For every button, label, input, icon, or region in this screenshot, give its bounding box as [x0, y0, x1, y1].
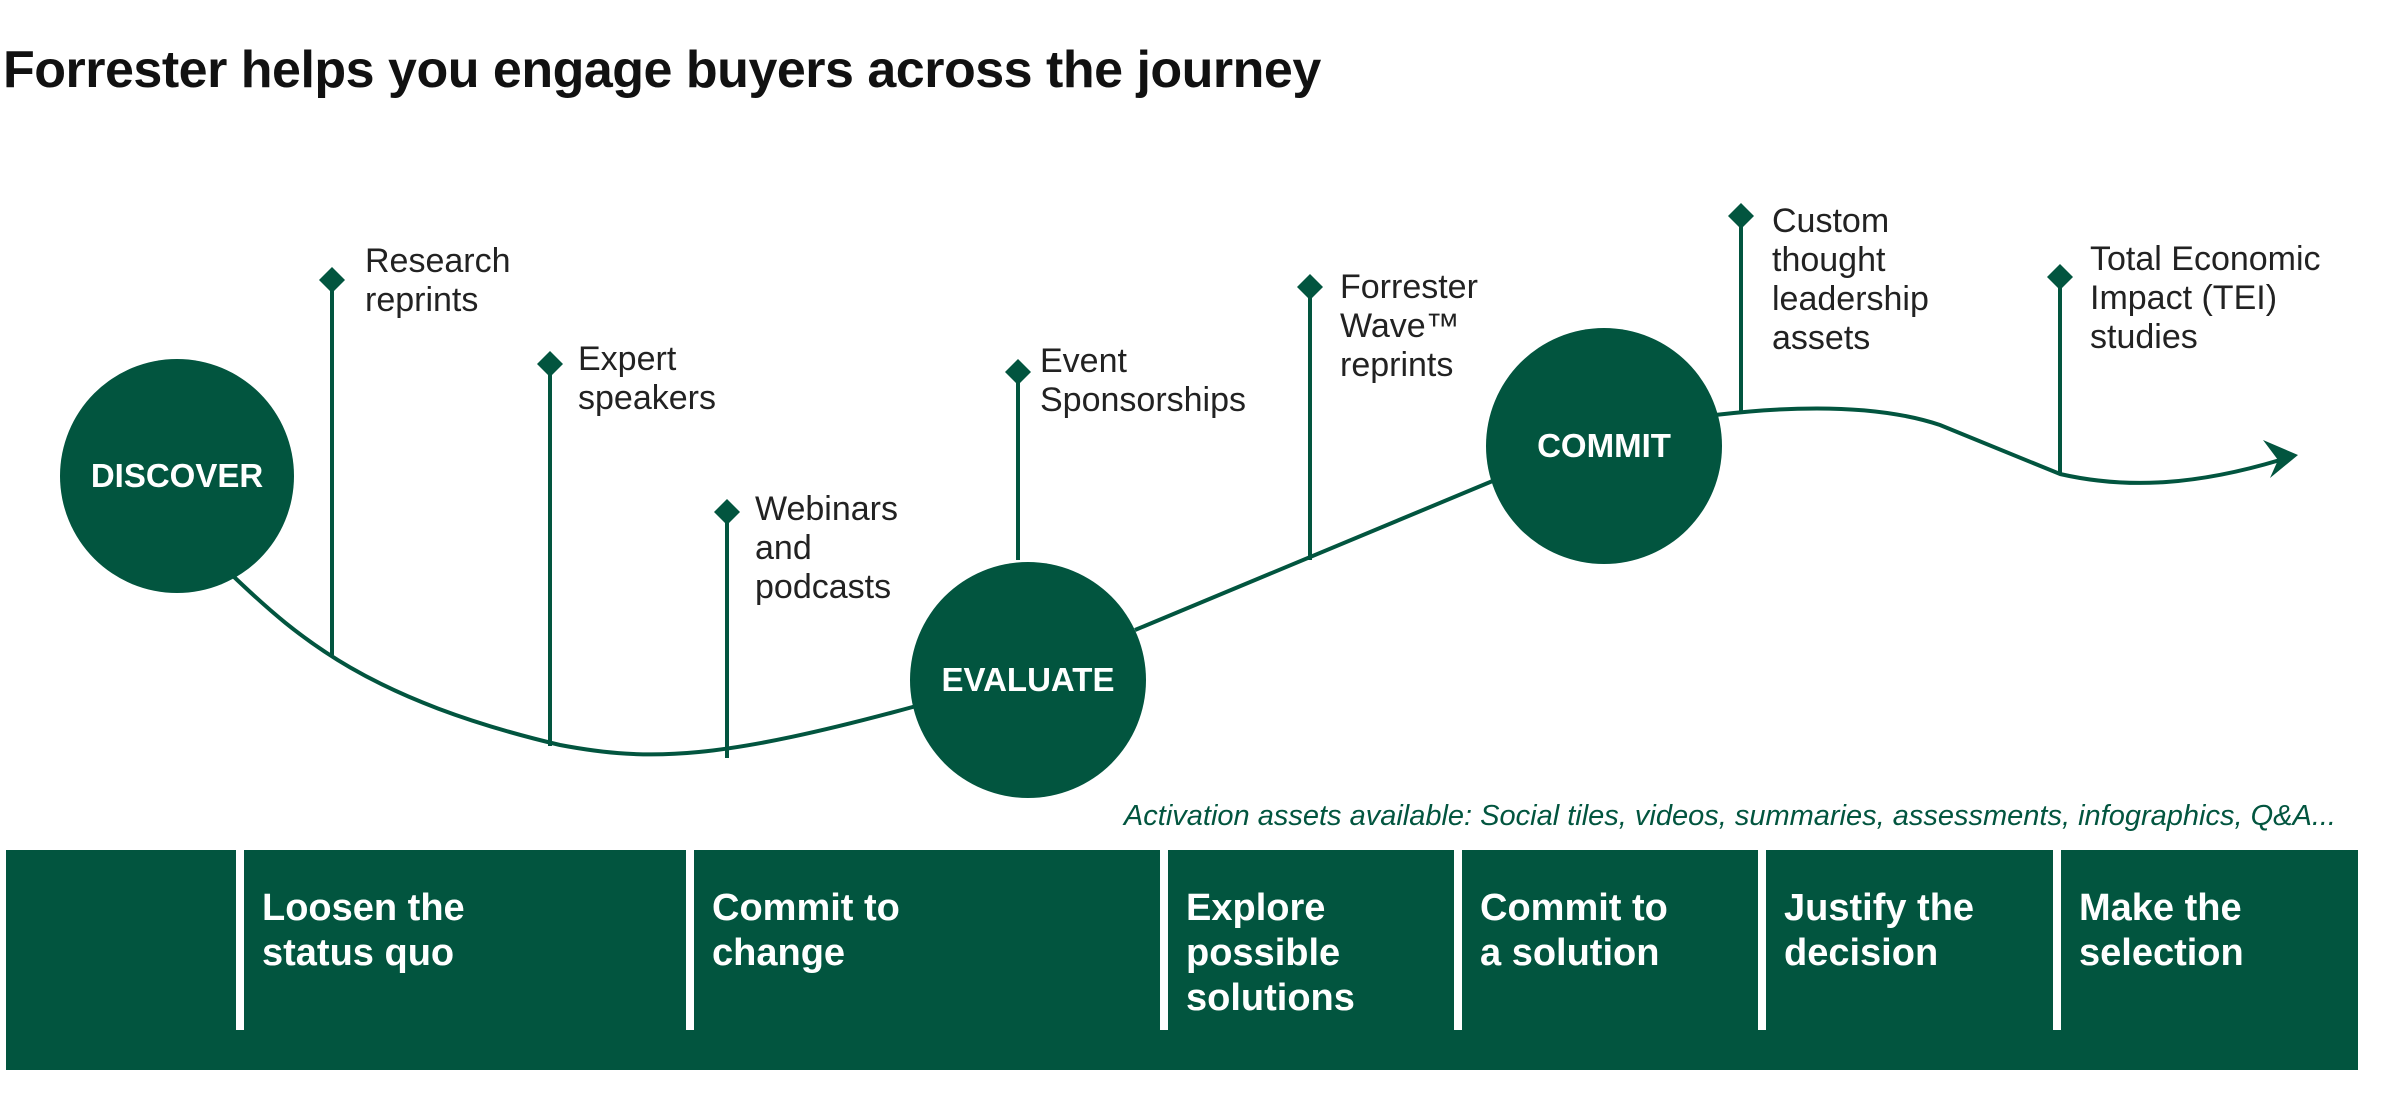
phase-label-line: Commit to [1480, 887, 1668, 929]
diamond-marker-icon [1728, 203, 1754, 229]
stage-label-discover: DISCOVER [90, 457, 264, 494]
asset-label-line: podcasts [755, 568, 892, 606]
diamond-marker-icon [319, 267, 345, 293]
asset-label-line: reprints [1340, 346, 1454, 384]
phase-divider [1758, 850, 1766, 1030]
phase-label-line: decision [1784, 932, 1939, 974]
phase-label-line: possible [1186, 932, 1341, 974]
phase-label-line: Explore [1186, 887, 1326, 929]
stage-circle-commit [1486, 328, 1722, 564]
asset-label-line: Total Economic [2090, 240, 2321, 278]
stage-label-commit: COMMIT [1537, 427, 1671, 464]
phase-divider [1160, 850, 1168, 1030]
phase-label-line: Justify the [1784, 887, 1975, 929]
journey-curve [230, 406, 2281, 757]
phase-label-line: solutions [1186, 977, 1355, 1019]
phase-label-line: change [712, 932, 846, 974]
asset-label-line: leadership [1772, 280, 1929, 318]
asset-label-line: Wave™ [1340, 307, 1460, 345]
phase-label-line: Loosen the [262, 887, 465, 929]
diamond-marker-icon [714, 499, 740, 525]
asset-label-line: Custom [1772, 202, 1890, 240]
phase-label-line: Commit to [712, 887, 900, 929]
asset-label-line: Forrester [1340, 268, 1478, 306]
journey-arrowhead [2263, 440, 2298, 478]
phase-label-line: Make the [2079, 887, 2242, 929]
phase-divider [236, 850, 244, 1030]
phase-divider [2053, 850, 2061, 1030]
phase-divider [1454, 850, 1462, 1030]
phase-label-line: a solution [1480, 932, 1660, 974]
stage-label-evaluate: EVALUATE [941, 661, 1115, 698]
phase-label-line: selection [2079, 932, 2244, 974]
diamond-marker-icon [537, 351, 563, 377]
diamond-marker-icon [2047, 264, 2073, 290]
asset-label-line: assets [1772, 319, 1871, 357]
diamond-marker-icon [1297, 274, 1323, 300]
phase-divider [686, 850, 694, 1030]
asset-label-line: studies [2090, 318, 2198, 356]
asset-label-line: thought [1772, 241, 1886, 279]
activation-assets-note: Activation assets available: Social tile… [1123, 800, 2336, 832]
diamond-marker-icon [1005, 359, 1031, 385]
asset-label-line: Webinars [755, 490, 898, 528]
asset-label-line: Sponsorships [1040, 381, 1247, 419]
phase-label-line: status quo [262, 932, 455, 974]
page-title: Forrester helps you engage buyers across… [3, 41, 1321, 99]
asset-label-line: reprints [365, 281, 479, 319]
stage-circle-evaluate [910, 562, 1146, 798]
asset-label-line: Research [365, 242, 511, 280]
asset-label-line: Event [1040, 342, 1127, 380]
asset-label-line: Expert [578, 340, 677, 378]
asset-label-line: speakers [578, 379, 716, 417]
asset-label-line: Impact (TEI) [2090, 279, 2278, 317]
asset-label-line: and [755, 529, 812, 567]
stage-circle-discover [60, 359, 294, 593]
